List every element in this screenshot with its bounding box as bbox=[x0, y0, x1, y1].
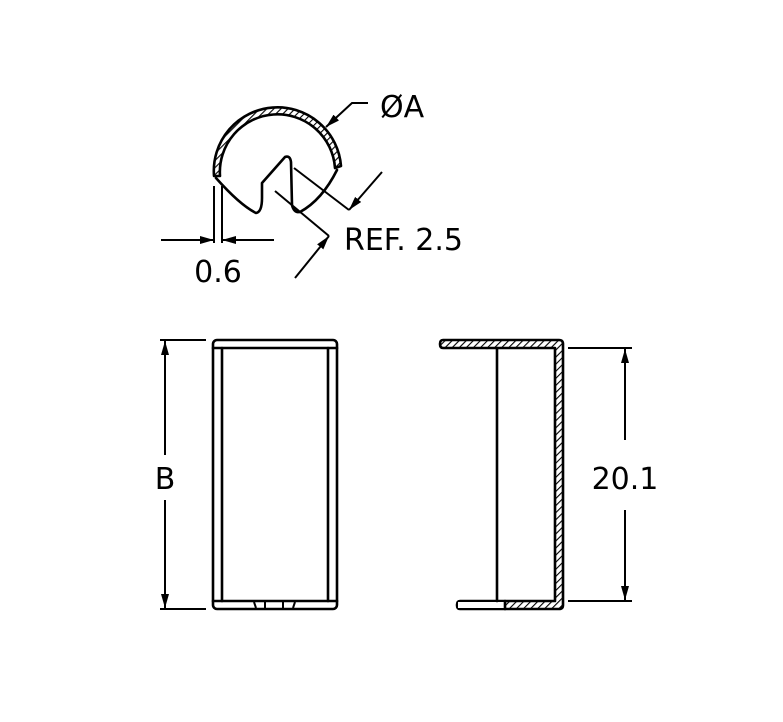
clip-shell-section bbox=[212, 106, 343, 178]
side-view: 20.1 bbox=[438, 338, 659, 611]
thickness-label: 0.6 bbox=[194, 255, 242, 290]
spring-finger bbox=[214, 155, 339, 215]
front-view: B bbox=[155, 338, 339, 611]
ref-label: REF. 2.5 bbox=[344, 223, 463, 258]
height-20-1-label: 20.1 bbox=[592, 462, 659, 497]
end-view: 0.6 REF. 2.5 ØA bbox=[161, 90, 463, 290]
diameter-label: ØA bbox=[380, 90, 425, 125]
height-b-label: B bbox=[155, 462, 176, 497]
side-section bbox=[438, 338, 565, 611]
